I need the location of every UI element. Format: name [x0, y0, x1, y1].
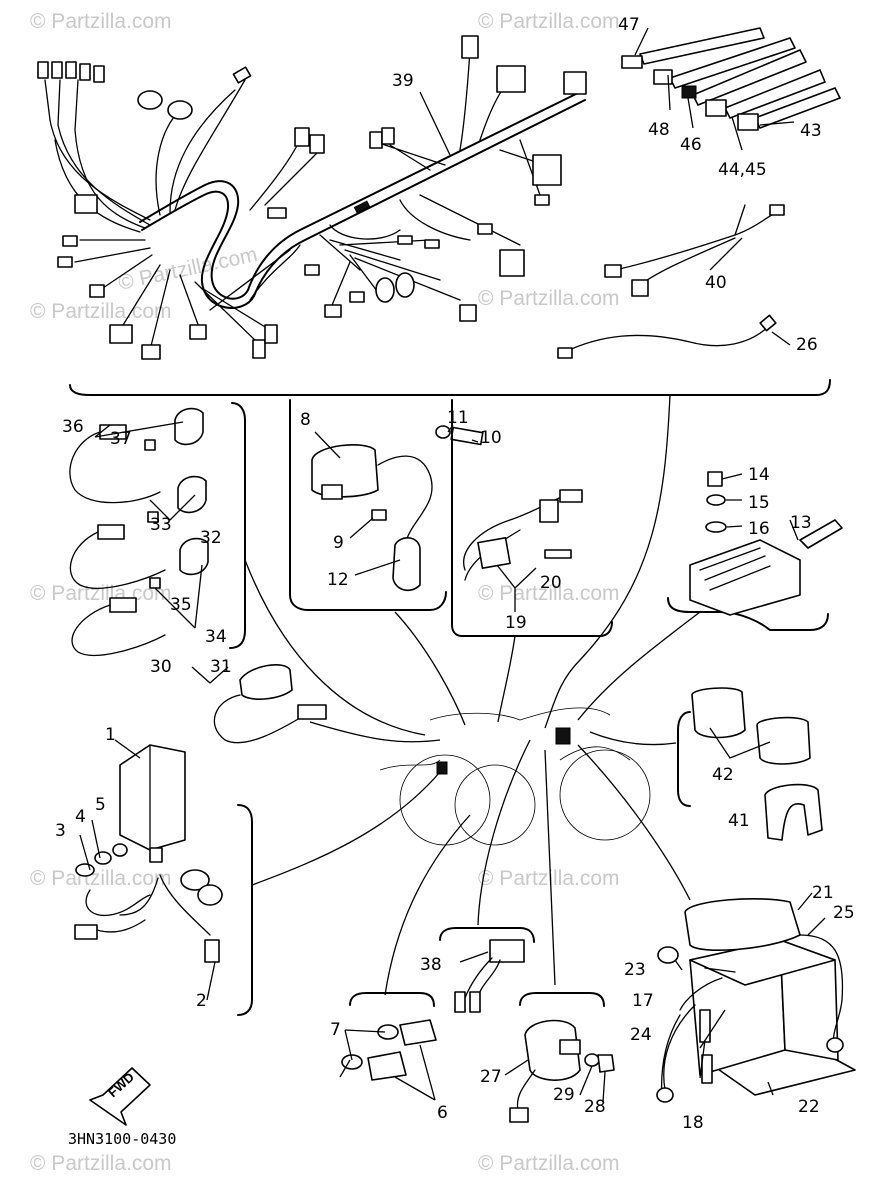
parts-32-37-leads-and-caps: [69, 402, 246, 656]
callout-9: 9: [333, 533, 344, 553]
callout-28: 28: [584, 1097, 606, 1117]
part-26-lead-wire: [557, 314, 777, 359]
callout-35: 35: [170, 595, 192, 615]
parts-27-29-starter-relay: [509, 992, 615, 1123]
callout-3: 3: [55, 821, 66, 841]
callout-10: 10: [480, 428, 502, 448]
watermark-text: © Partzilla.com: [478, 287, 620, 310]
parts-19-20-resistor-assembly: [451, 399, 613, 637]
callout-7: 7: [330, 1020, 341, 1040]
callout-48: 48: [648, 120, 670, 140]
parts-6-7-switches: [341, 992, 437, 1101]
callout-43: 43: [800, 121, 822, 141]
callout-17: 17: [632, 991, 654, 1011]
callout-13: 13: [790, 513, 812, 533]
callout-36: 36: [62, 417, 84, 437]
callout-leaders: [206, 27, 799, 1103]
parts-30-31-switch-lead: [191, 664, 327, 744]
callout-44-45: 44,45: [718, 160, 767, 180]
callout-46: 46: [680, 135, 702, 155]
leader-lines: [244, 394, 701, 996]
callout-32: 32: [200, 528, 222, 548]
watermark-text: © Partzilla.com: [30, 867, 172, 890]
callout-19: 19: [505, 613, 527, 633]
callout-18: 18: [682, 1113, 704, 1133]
callout-37: 37: [110, 429, 132, 449]
parts-8-12-ignition-coil: [289, 399, 484, 611]
callout-23: 23: [624, 960, 646, 980]
callout-15: 15: [748, 493, 770, 513]
callout-16: 16: [748, 519, 770, 539]
drawing-code: 3HN3100-0430: [68, 1130, 176, 1148]
callout-25: 25: [833, 903, 855, 923]
vehicle-outline: [379, 707, 651, 846]
callout-47: 47: [618, 15, 640, 35]
callout-14: 14: [748, 465, 770, 485]
callout-31: 31: [210, 657, 232, 677]
callout-11: 11: [447, 408, 469, 428]
callout-34: 34: [205, 627, 227, 647]
callout-5: 5: [95, 795, 106, 815]
callout-6: 6: [437, 1103, 448, 1123]
callout-29: 29: [553, 1085, 575, 1105]
watermark-text: © Partzilla.com: [30, 1152, 172, 1175]
watermark-text: © Partzilla.com: [478, 867, 620, 890]
watermark-text: © Partzilla.com: [30, 300, 172, 323]
part-38-relay-lead: [439, 927, 535, 1013]
callout-22: 22: [798, 1097, 820, 1117]
callout-26: 26: [796, 335, 818, 355]
callout-2: 2: [196, 991, 207, 1011]
callout-27: 27: [480, 1067, 502, 1087]
callout-21: 21: [812, 883, 834, 903]
callout-41: 41: [728, 811, 750, 831]
callout-38: 38: [420, 955, 442, 975]
callout-39: 39: [392, 71, 414, 91]
forward-direction-arrow: FWD: [89, 1067, 151, 1126]
watermark-text: © Partzilla.com: [30, 10, 172, 33]
parts-17-25-battery-group: [656, 892, 856, 1103]
parts-1-5-cdi-unit: [74, 739, 253, 1016]
watermarks: © Partzilla.com © Partzilla.com © Partzi…: [30, 10, 620, 1175]
callout-42: 42: [712, 765, 734, 785]
callout-1: 1: [105, 725, 116, 745]
harness-group-brace: [69, 379, 831, 396]
callout-20: 20: [540, 573, 562, 593]
callout-12: 12: [327, 570, 349, 590]
callout-30: 30: [150, 657, 172, 677]
callout-4: 4: [75, 807, 86, 827]
parts-13-16-rectifier-regulator: [667, 471, 843, 631]
watermark-text: © Partzilla.com: [478, 582, 620, 605]
main-wire-harness: [37, 35, 587, 360]
callout-labels: 39 47 48 46 44,45 43 40 26 36 37 33 32 3…: [55, 15, 855, 1133]
parts-43-48-cable-bands: [621, 27, 841, 131]
part-40-sub-harness: [604, 204, 785, 297]
callout-40: 40: [705, 273, 727, 293]
parts-41-42-connector-covers: [677, 687, 823, 841]
callout-33: 33: [150, 515, 172, 535]
watermark-text: © Partzilla.com: [478, 10, 620, 33]
callout-8: 8: [300, 410, 311, 430]
callout-24: 24: [630, 1025, 652, 1045]
watermark-text: © Partzilla.com: [478, 1152, 620, 1175]
